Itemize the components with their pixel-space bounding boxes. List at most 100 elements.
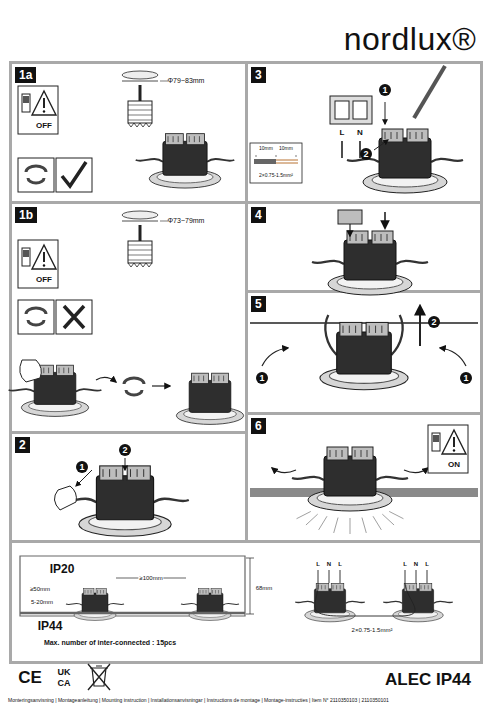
lamp-figure: [292, 447, 408, 511]
label-text: Max. number of inter-connected : 15pcs: [44, 639, 176, 647]
stroke: [391, 132, 392, 139]
stroke: [295, 601, 314, 603]
stroke: [88, 590, 89, 594]
stroke: [414, 66, 445, 118]
stroke: [128, 245, 152, 246]
stroke: [272, 468, 296, 473]
stroke: [362, 518, 366, 533]
stroke: [349, 326, 350, 333]
stroke: [20, 360, 42, 382]
label-text: N: [357, 129, 363, 138]
label-text: L: [425, 561, 429, 568]
stroke: [20, 612, 245, 615]
stroke: [26, 166, 46, 172]
stroke: [43, 252, 45, 262]
step-number: 5: [251, 296, 266, 312]
stroke: [325, 585, 326, 589]
stroke: [350, 518, 351, 534]
step-number: 1a: [15, 67, 36, 83]
stroke: [194, 136, 195, 142]
stroke: [434, 601, 453, 603]
stroke: [100, 590, 101, 594]
stroke: [126, 390, 142, 395]
stroke: [28, 320, 44, 325]
stroke: [103, 469, 104, 477]
step-number: 3: [251, 67, 266, 83]
stroke: [9, 389, 35, 392]
stroke: [387, 234, 388, 241]
lamp-figure: [320, 315, 408, 390]
stroke: [442, 430, 466, 454]
stroke: [397, 132, 398, 139]
stroke: [292, 477, 324, 480]
brand-logo: nordlux®: [344, 22, 477, 57]
lamp-figure: [176, 373, 243, 424]
stroke: [128, 123, 152, 127]
stroke: [373, 516, 381, 530]
stroke: [297, 511, 311, 518]
stroke: [32, 91, 56, 115]
step-panel: 6: [248, 415, 480, 540]
panel-ground: [12, 64, 245, 201]
stroke: [63, 368, 64, 374]
stroke: [334, 518, 338, 533]
stroke: [43, 98, 45, 108]
label-text: L: [340, 129, 345, 138]
stroke: [168, 136, 169, 142]
stroke: [139, 225, 142, 241]
stroke: [206, 590, 207, 594]
stroke: [128, 260, 152, 261]
step-panel: 5: [248, 293, 480, 412]
panel-ground: [248, 415, 480, 540]
label-text: UK: [58, 668, 71, 678]
stroke: [422, 132, 423, 139]
label-text: CA: [58, 679, 71, 689]
stroke: [59, 368, 60, 374]
stroke: [396, 261, 428, 264]
stroke: [207, 159, 234, 162]
step-panel: 3: [248, 64, 480, 201]
stroke: [85, 590, 86, 594]
stroke: [346, 601, 365, 603]
stroke: [315, 583, 415, 616]
stroke: [276, 160, 298, 163]
stroke: [342, 450, 343, 457]
stroke: [218, 590, 219, 594]
stroke: [122, 221, 158, 222]
lamp-figure: [66, 589, 124, 621]
stroke: [48, 368, 49, 374]
panel-ground: [12, 204, 245, 431]
stroke: [97, 590, 98, 594]
stroke: [128, 110, 152, 111]
stroke: [319, 516, 327, 530]
stroke: [130, 469, 131, 477]
stroke: [76, 389, 102, 392]
label-text: L: [338, 561, 342, 568]
label-text: 2×0.75-1.5mm²: [259, 173, 293, 179]
stroke: [218, 376, 219, 382]
stroke: [203, 590, 204, 594]
panel-ground: [12, 434, 245, 540]
stroke: [124, 378, 144, 384]
stroke: [250, 322, 478, 323]
stroke: [122, 81, 158, 82]
caption: Monteringsanvisning | Montageanleitung |…: [8, 697, 389, 703]
label-text: IP20: [50, 563, 75, 576]
stroke: [178, 136, 179, 142]
stroke: [374, 140, 388, 150]
stroke: [173, 136, 174, 142]
stroke: [212, 590, 213, 594]
stroke: [340, 585, 341, 589]
label-text: 10mm: [259, 146, 273, 152]
stroke: [391, 315, 402, 355]
callout-number: 1: [379, 84, 391, 96]
stroke: [424, 585, 425, 589]
label-text: ON: [448, 461, 460, 470]
stroke: [43, 368, 44, 374]
stroke: [312, 261, 344, 264]
stroke: [325, 315, 336, 355]
stroke: [453, 437, 455, 447]
label-text: OFF: [36, 122, 52, 131]
stroke: [109, 469, 110, 477]
stroke: [382, 514, 394, 525]
